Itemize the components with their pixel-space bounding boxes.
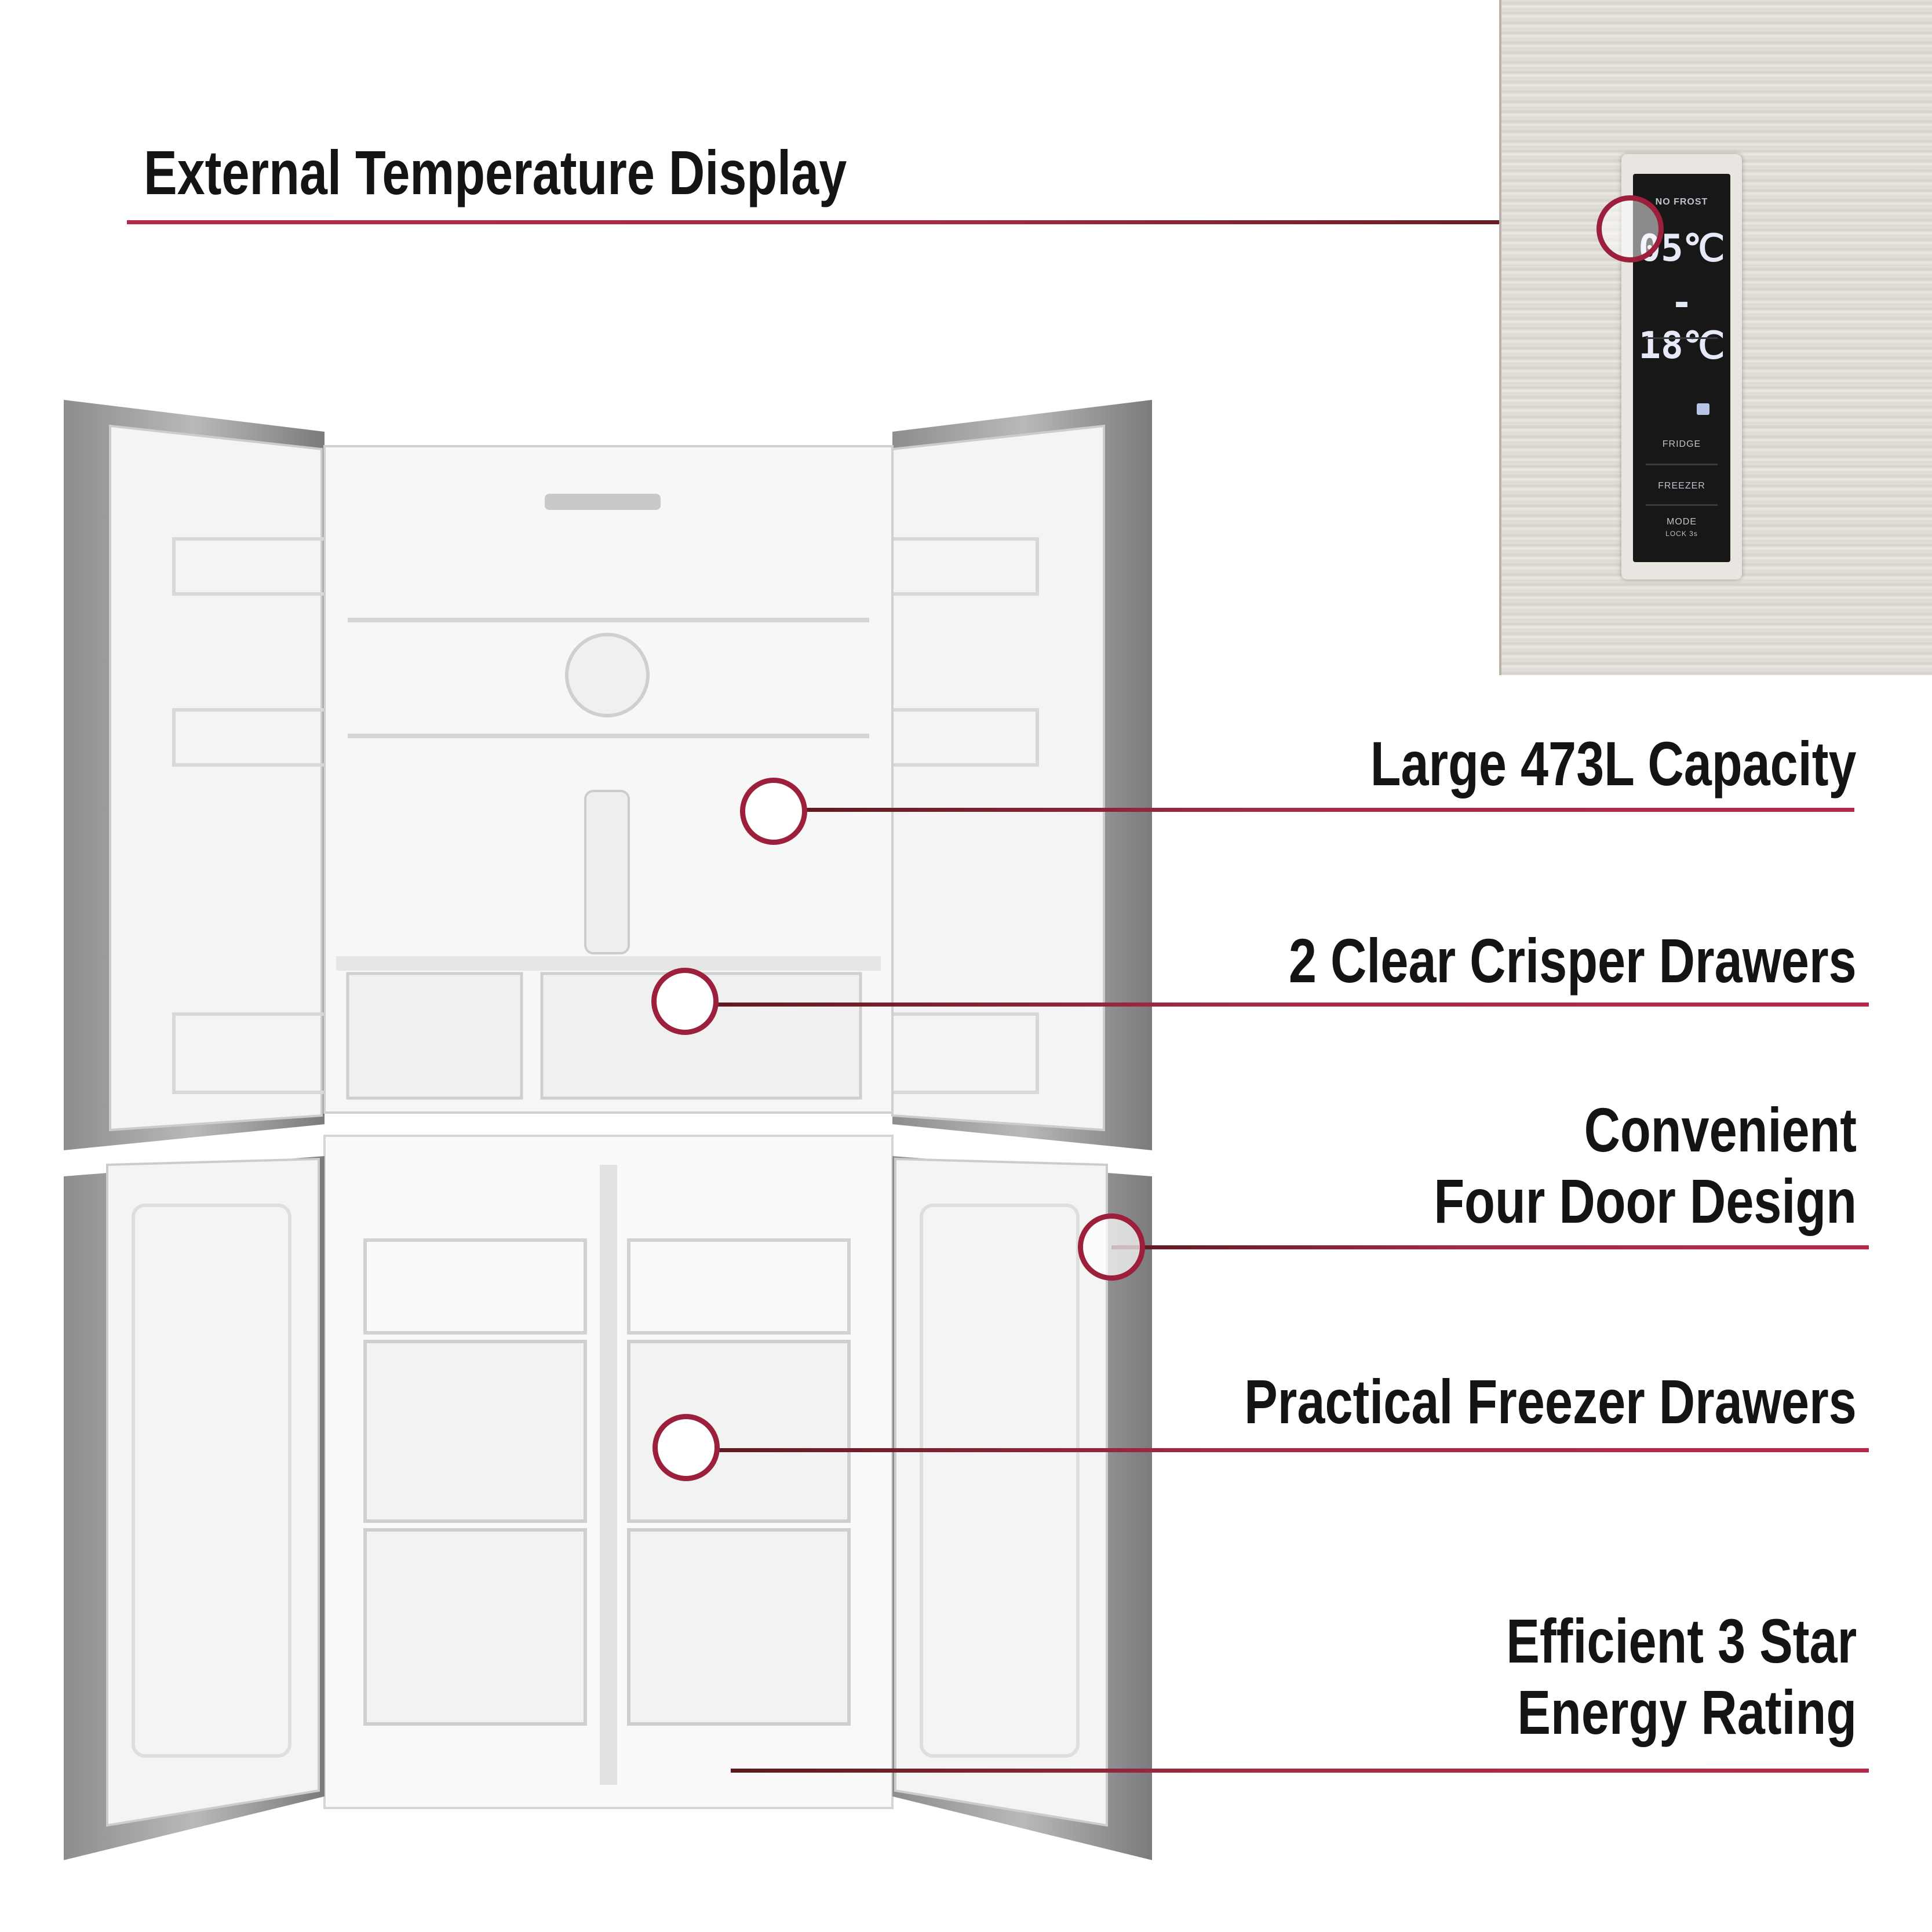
callout-line-temperature — [127, 220, 1630, 224]
lower-left-door — [64, 1156, 325, 1860]
mode-button[interactable]: MODE — [1667, 517, 1697, 527]
freezer-temperature: - 18℃ — [1638, 282, 1725, 367]
feature-label-energy-line1: Efficient 3 Star — [1506, 1606, 1857, 1676]
callout-circle-capacity — [740, 778, 807, 845]
callout-circle-freezer — [652, 1414, 720, 1481]
upper-left-door — [64, 400, 349, 1150]
lock-hint: LOCK 3s — [1665, 530, 1698, 538]
fridge-button[interactable]: FRIDGE — [1662, 439, 1701, 449]
panel-divider — [1646, 337, 1718, 339]
callout-circle-doors — [1078, 1213, 1145, 1281]
feature-label-doors-line1: Convenient — [1584, 1095, 1857, 1165]
callout-line-doors — [1111, 1245, 1869, 1249]
freezer-drawer — [363, 1340, 587, 1523]
feature-label-temperature-display: External Temperature Display — [144, 137, 847, 207]
fridge-compartment — [323, 445, 894, 1114]
upper-right-door — [862, 400, 1152, 1150]
feature-label-energy-line2: Energy Rating — [1517, 1677, 1857, 1747]
freezer-drawer — [627, 1528, 851, 1726]
lower-right-door — [892, 1156, 1152, 1860]
feature-label-doors-line2: Four Door Design — [1434, 1166, 1857, 1236]
feature-label-freezer: Practical Freezer Drawers — [1244, 1366, 1857, 1437]
callout-line-freezer — [686, 1448, 1869, 1452]
callout-circle-temperature — [1596, 195, 1664, 263]
panel-divider — [1646, 464, 1718, 465]
no-frost-text: NO FROST — [1655, 197, 1708, 207]
freezer-button[interactable]: FREEZER — [1658, 481, 1705, 491]
feature-label-crisper: 2 Clear Crisper Drawers — [1289, 925, 1857, 996]
lock-icon — [1697, 403, 1709, 415]
callout-line-capacity — [774, 808, 1854, 812]
freezer-compartment — [323, 1135, 894, 1809]
feature-label-capacity: Large 473L Capacity — [1370, 728, 1857, 799]
crisper-drawer — [346, 972, 523, 1100]
callout-circle-crisper — [651, 968, 719, 1035]
freezer-drawer — [363, 1528, 587, 1726]
callout-line-energy — [731, 1769, 1869, 1773]
panel-divider — [1646, 504, 1718, 506]
callout-line-crisper — [685, 1003, 1869, 1007]
led-light — [545, 494, 661, 510]
